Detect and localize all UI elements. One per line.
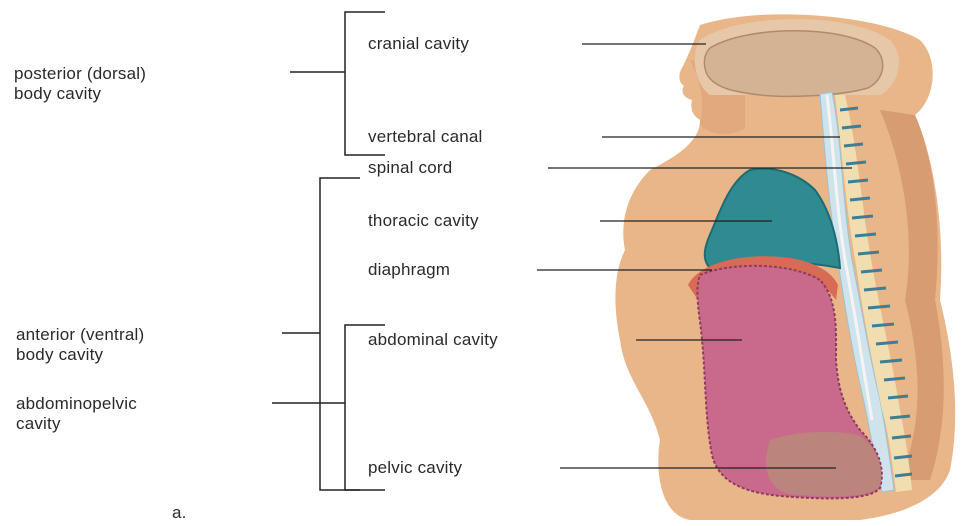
posterior-cavity-label-line2: body cavity xyxy=(14,84,101,104)
cranial-cavity-shape xyxy=(704,31,882,97)
brackets xyxy=(272,12,385,490)
anterior-bracket xyxy=(320,178,360,490)
panel-label: a. xyxy=(172,503,187,523)
thoracic-cavity-label: thoracic cavity xyxy=(368,211,479,231)
abdominopelvic-cavity-label-line1: abdominopelvic xyxy=(16,394,137,414)
anterior-cavity-label-line2: body cavity xyxy=(16,345,103,365)
cranial-cavity-label: cranial cavity xyxy=(368,34,469,54)
diaphragm-label: diaphragm xyxy=(368,260,450,280)
spinal-cord-label: spinal cord xyxy=(368,158,452,178)
abdominal-cavity-label: abdominal cavity xyxy=(368,330,498,350)
pelvic-cavity-label: pelvic cavity xyxy=(368,458,462,478)
anterior-cavity-label-line1: anterior (ventral) xyxy=(16,325,144,345)
pelvic-cavity-shape xyxy=(766,432,881,496)
vertebral-canal-label: vertebral canal xyxy=(368,127,483,147)
posterior-cavity-label-line1: posterior (dorsal) xyxy=(14,64,146,84)
abdominopelvic-cavity-label-line2: cavity xyxy=(16,414,61,434)
